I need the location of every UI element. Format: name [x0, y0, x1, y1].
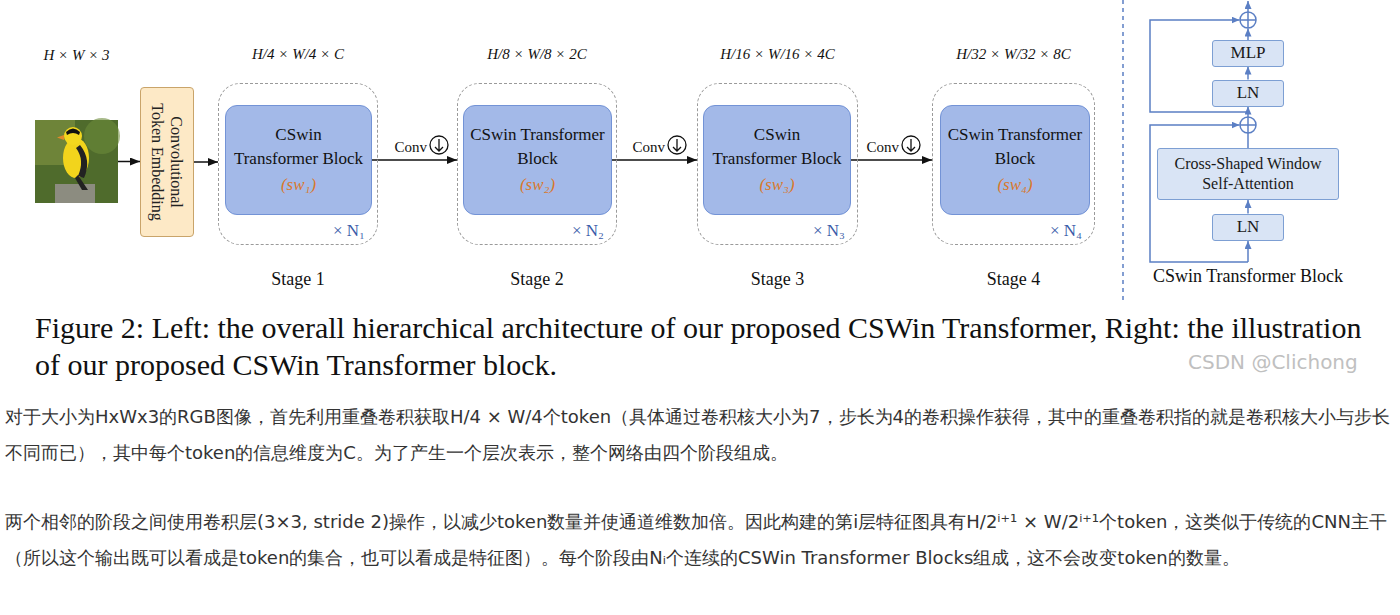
watermark: CSDN @Clichong — [1188, 350, 1393, 374]
dimension-label: H × W × 3 — [5, 47, 148, 64]
bird-cap — [66, 129, 80, 136]
block-title: CSwin Transformer Block — [947, 123, 1083, 171]
icon-circle — [902, 136, 920, 154]
paragraph: 两个相邻的阶段之间使用卷积层(3×3, stride 2)操作，以减少token… — [5, 504, 1393, 576]
stage-label: Stage 1 — [209, 269, 387, 290]
figure-caption: Figure 2: Left: the overall hierarchical… — [35, 309, 1380, 383]
bird-head — [64, 127, 82, 145]
edge-label: Conv — [632, 139, 665, 156]
box-label: Cross-Shaped Window Self-Attention — [1164, 154, 1332, 194]
output-arrow — [1247, 1, 1249, 12]
repeat-count: × N₃ — [813, 221, 845, 241]
paragraph: 对于大小为HxWx3的RGB图像，首先利用重叠卷积获取H/4 × W/4个tok… — [5, 399, 1393, 471]
connector-arrow — [194, 161, 218, 163]
cswin-block: CSwin Transformer Block(sw₄) — [940, 105, 1090, 215]
separator-line — [1122, 0, 1124, 300]
layer-norm-box: LN — [1212, 214, 1284, 241]
edge-label: Conv — [866, 139, 899, 156]
conv-label: Conv — [632, 139, 665, 155]
stage-frame: H/32 × W/32 × 8C× N₄Stage 4CSwin Transfo… — [932, 83, 1095, 245]
window-size: (sw₁) — [281, 173, 316, 197]
connector-arrow — [372, 159, 457, 161]
icon-arrow — [673, 139, 681, 151]
cswin-block: CSwin Transformer Block(sw₃) — [703, 105, 851, 215]
stage-frame: H/16 × W/16 × 4C× N₃Stage 3CSwin Transfo… — [697, 83, 858, 245]
add-sign — [1240, 12, 1256, 28]
edge-label: Conv — [394, 139, 427, 156]
cswin-block: CSwin Transformer Block(sw₁) — [225, 105, 372, 215]
connector-arrow — [118, 161, 140, 163]
box-label: MLP — [1231, 43, 1266, 63]
icon-arrow — [435, 139, 443, 151]
stage-label: Stage 4 — [923, 269, 1104, 290]
bird-tail — [75, 175, 88, 190]
block-title: CSwin Transformer Block — [232, 123, 365, 171]
block-title: CSwin Transformer Block — [470, 123, 605, 171]
bird-beak — [57, 135, 64, 140]
bird-perch — [55, 184, 95, 203]
stage-label: Stage 2 — [448, 269, 626, 290]
mlp-box: MLP — [1212, 40, 1284, 67]
connector-arrow — [1247, 67, 1249, 80]
icon-circle — [430, 136, 448, 154]
layer-norm-box: LN — [1212, 80, 1284, 107]
box-label: LN — [1237, 83, 1260, 103]
icon-arrow — [907, 139, 915, 151]
bird-photo — [35, 118, 120, 203]
repeat-count: × N₄ — [1050, 221, 1082, 241]
input-arrow — [1247, 241, 1249, 262]
window-size: (sw₃) — [759, 173, 794, 197]
input-image: H × W × 3 — [35, 120, 118, 203]
stage-frame: H/4 × W/4 × C× N₁Stage 1CSwin Transforme… — [218, 83, 378, 245]
token-embedding-box: Convolutional Token Embedding — [140, 87, 194, 237]
bird-wing — [76, 145, 87, 178]
repeat-count: × N₂ — [572, 221, 604, 241]
conv-label: Conv — [866, 139, 899, 155]
dimension-label: H/32 × W/32 × 8C — [913, 46, 1114, 63]
block-caption: CSwin Transformer Block — [1130, 266, 1366, 287]
cswin-block: CSwin Transformer Block(sw₂) — [463, 105, 612, 215]
block-title: CSwin Transformer Block — [710, 123, 844, 171]
box-label: Convolutional Token Embedding — [140, 87, 194, 237]
dimension-label: H/16 × W/16 × 4C — [678, 46, 877, 63]
connector-arrow — [851, 159, 932, 161]
attention-box: Cross-Shaped Window Self-Attention — [1157, 148, 1339, 200]
add-circle — [1240, 12, 1256, 28]
add-sign — [1240, 117, 1256, 133]
dimension-label: H/4 × W/4 × C — [199, 46, 397, 63]
dimension-label: H/8 × W/8 × 2C — [438, 46, 636, 63]
window-size: (sw₂) — [520, 173, 555, 197]
wire-arrow — [1247, 29, 1249, 41]
stage-label: Stage 3 — [688, 269, 867, 290]
add-circle — [1240, 117, 1256, 133]
photo-foliage — [84, 118, 120, 154]
box-label: LN — [1237, 217, 1260, 237]
stage-frame: H/8 × W/8 × 2C× N₂Stage 2CSwin Transform… — [457, 83, 617, 245]
window-size: (sw₄) — [997, 173, 1032, 197]
conv-label: Conv — [394, 139, 427, 155]
icon-circle — [668, 136, 686, 154]
repeat-count: × N₁ — [333, 221, 365, 241]
connector-arrow — [1247, 200, 1249, 214]
connector-arrow — [612, 159, 697, 161]
